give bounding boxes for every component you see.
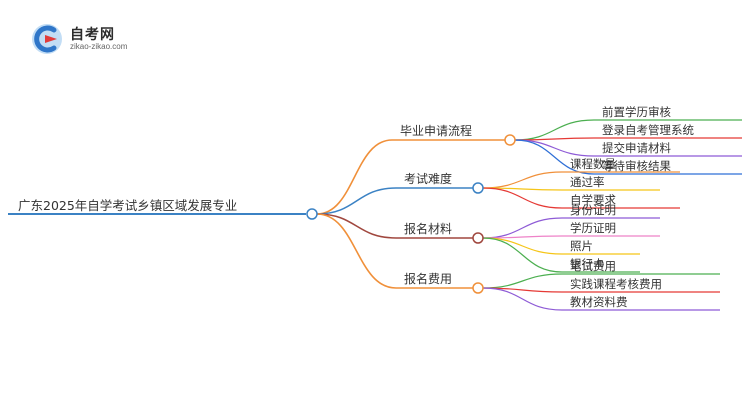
- branch-label-2[interactable]: 考试难度: [404, 171, 452, 186]
- root-connector: [306, 208, 318, 220]
- branch-node-2[interactable]: 考试难度: [396, 171, 484, 194]
- leaf-link-4-3: [482, 287, 563, 311]
- leaf-label-2-1[interactable]: 课程数量: [570, 157, 616, 171]
- leaf-node-2-3[interactable]: 自学要求: [562, 193, 680, 209]
- branch-connector-4: [472, 282, 484, 294]
- branch-label-1[interactable]: 毕业申请流程: [400, 123, 472, 138]
- branch-connector-1: [504, 134, 516, 146]
- logo-title: 自考网: [70, 27, 115, 43]
- leaf-link-1-1: [514, 119, 595, 141]
- leaf-node-3-4[interactable]: 银行卡: [562, 257, 640, 273]
- leaf-node-3-2[interactable]: 学历证明: [562, 221, 660, 237]
- leaf-link-2-1: [482, 171, 563, 189]
- leaf-link-2-3: [482, 187, 563, 209]
- branch-link-1: [316, 139, 393, 215]
- branch-link-3: [316, 213, 397, 239]
- leaf-label-4-3[interactable]: 教材资料费: [570, 295, 628, 309]
- leaf-node-4-3[interactable]: 教材资料费: [562, 295, 720, 311]
- root-node[interactable]: 广东2025年自学考试乡镇区域发展专业: [8, 198, 318, 220]
- leaf-label-3-4[interactable]: 银行卡: [570, 257, 605, 271]
- leaf-link-1-3: [514, 139, 595, 157]
- leaf-node-1-4[interactable]: 等待审核结果: [594, 159, 742, 175]
- leaf-node-4-1[interactable]: 笔试费用: [562, 259, 720, 275]
- leaf-link-3-3: [482, 237, 563, 255]
- leaf-label-1-1[interactable]: 前置学历审核: [602, 105, 671, 119]
- leaf-label-2-2[interactable]: 通过率: [570, 175, 605, 189]
- mindmap-nodes: 广东2025年自学考试乡镇区域发展专业 毕业申请流程 前置学历审核登录自考管理系统提…: [8, 105, 742, 311]
- branch-label-4[interactable]: 报名费用: [404, 271, 452, 286]
- branch-connector-3: [472, 232, 484, 244]
- leaf-node-2-1[interactable]: 课程数量: [562, 157, 680, 173]
- leaf-label-4-2[interactable]: 实践课程考核费用: [570, 277, 662, 291]
- leaf-label-1-4[interactable]: 等待审核结果: [602, 159, 671, 173]
- leaf-node-3-1[interactable]: 身份证明: [562, 203, 660, 219]
- branch-link-4: [316, 213, 397, 289]
- leaf-node-3-3[interactable]: 照片: [562, 239, 640, 255]
- leaf-label-2-3[interactable]: 自学要求: [570, 193, 616, 207]
- branch-node-4[interactable]: 报名费用: [396, 271, 484, 294]
- leaf-link-1-4: [514, 139, 595, 175]
- leaf-node-2-2[interactable]: 通过率: [562, 175, 660, 191]
- branch-link-2: [316, 187, 397, 215]
- leaf-node-4-2[interactable]: 实践课程考核费用: [562, 277, 720, 293]
- leaf-link-3-4: [482, 237, 563, 273]
- leaf-link-3-1: [482, 217, 563, 239]
- logo-mark-icon: [32, 24, 62, 54]
- site-logo[interactable]: 自考网 zikao-zikao.com: [30, 22, 180, 58]
- leaf-label-3-2[interactable]: 学历证明: [570, 221, 616, 235]
- branch-connector-2: [472, 182, 484, 194]
- branch-label-3[interactable]: 报名材料: [404, 221, 452, 236]
- leaf-label-3-1[interactable]: 身份证明: [570, 203, 616, 217]
- leaf-label-1-2[interactable]: 登录自考管理系统: [602, 123, 694, 137]
- mindmap-links: [316, 119, 595, 311]
- leaf-label-3-3[interactable]: 照片: [570, 239, 593, 253]
- leaf-link-4-1: [482, 273, 563, 289]
- branch-node-3[interactable]: 报名材料: [396, 221, 484, 244]
- leaf-node-1-1[interactable]: 前置学历审核: [594, 105, 742, 121]
- branch-node-1[interactable]: 毕业申请流程: [392, 123, 516, 146]
- logo-subtitle: zikao-zikao.com: [70, 42, 128, 51]
- leaf-label-1-3[interactable]: 提交申请材料: [602, 141, 671, 155]
- root-label[interactable]: 广东2025年自学考试乡镇区域发展专业: [18, 198, 237, 213]
- leaf-node-1-3[interactable]: 提交申请材料: [594, 141, 742, 157]
- leaf-node-1-2[interactable]: 登录自考管理系统: [594, 123, 742, 139]
- leaf-label-4-1[interactable]: 笔试费用: [570, 259, 616, 273]
